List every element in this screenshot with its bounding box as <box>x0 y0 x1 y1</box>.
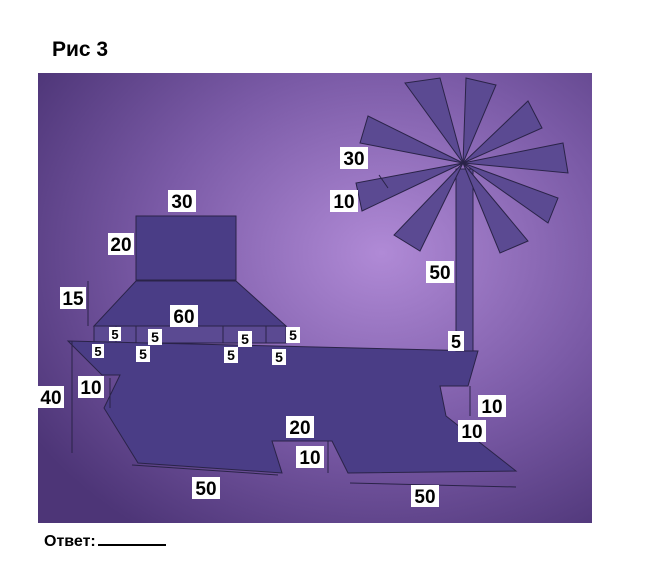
step-strip <box>93 325 287 344</box>
answer-blank[interactable] <box>97 530 166 546</box>
blade <box>359 115 464 164</box>
label-bottom-left-length: 50 <box>195 479 216 500</box>
label-step-e: 5 <box>94 344 101 359</box>
diagram-photo: 30 20 15 60 5 5 5 5 5 5 5 5 40 10 50 20 … <box>38 73 592 523</box>
label-step-d: 5 <box>289 327 297 343</box>
label-right-notch-width: 10 <box>461 422 482 443</box>
label-mast-height: 50 <box>429 263 450 284</box>
label-right-notch-height: 10 <box>481 397 502 418</box>
label-step-c: 5 <box>241 331 249 347</box>
label-step-a: 5 <box>111 327 118 342</box>
label-chimney-height: 20 <box>110 235 131 256</box>
label-step-f: 5 <box>139 346 147 362</box>
blade <box>462 100 543 164</box>
label-blade-length: 10 <box>333 192 354 213</box>
mast <box>455 168 474 352</box>
label-chimney-width: 30 <box>171 192 192 213</box>
hull <box>66 340 518 474</box>
answer-line: Ответ: <box>44 530 166 551</box>
label-step-b: 5 <box>151 329 159 345</box>
blade <box>462 162 559 224</box>
label-mast-width: 5 <box>451 332 461 352</box>
blade <box>404 77 464 164</box>
chimney <box>135 215 237 281</box>
blade <box>355 162 464 212</box>
blade <box>462 142 569 174</box>
label-bottom-right-length: 50 <box>414 487 435 508</box>
blade <box>393 162 464 252</box>
label-keel-width: 20 <box>289 418 310 439</box>
label-left-notch: 10 <box>80 378 101 399</box>
blade <box>462 77 497 164</box>
blade <box>462 162 529 254</box>
windmill-blades <box>355 77 569 254</box>
label-blade-angle: 30 <box>343 149 364 170</box>
label-step-g: 5 <box>227 347 235 363</box>
label-cabin-height: 15 <box>62 289 84 310</box>
dimension-labels: 30 20 15 60 5 5 5 5 5 5 5 5 40 10 50 20 … <box>38 147 506 508</box>
answer-label: Ответ: <box>44 533 96 550</box>
figure-title: Рис 3 <box>52 38 109 61</box>
label-step-h: 5 <box>275 349 283 365</box>
label-keel-height: 10 <box>299 448 320 469</box>
label-cabin-width: 60 <box>173 307 194 328</box>
label-hull-height: 40 <box>40 388 61 409</box>
